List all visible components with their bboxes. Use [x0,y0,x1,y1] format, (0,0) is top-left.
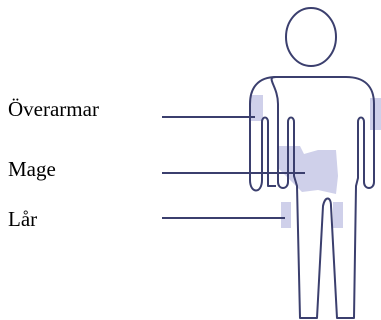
thighs-label: Lår [8,209,37,230]
stomach-label: Mage [8,159,56,180]
injection-areas [251,95,381,228]
right-upper-arm-area [370,98,381,130]
head-shape [286,8,336,66]
left-thigh-area [281,202,291,228]
right-thigh-area [333,202,343,228]
body-shape [272,77,374,318]
upper-arms-label: Överarmar [8,99,99,120]
